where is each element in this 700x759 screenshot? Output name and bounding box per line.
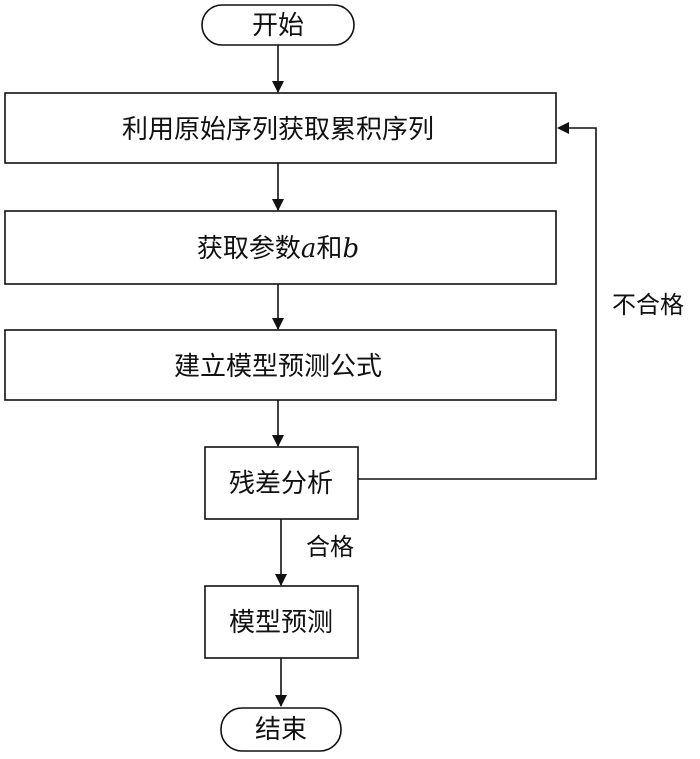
end-label: 结束 (255, 715, 307, 745)
step-get-parameters-conj: 和 (316, 234, 342, 264)
step-get-parameters-prefix: 获取参数 (197, 234, 301, 264)
step-residual-analysis: 残差分析 (204, 446, 359, 520)
step-get-cumulative-series: 利用原始序列获取累积序列 (4, 92, 557, 164)
step-model-prediction-label: 模型预测 (229, 608, 333, 638)
start-node: 开始 (201, 4, 355, 46)
start-label: 开始 (252, 11, 304, 41)
label-fail: 不合格 (612, 291, 684, 319)
parameter-a: a (301, 234, 317, 264)
parameter-b: b (342, 234, 359, 264)
step-build-model-label: 建立模型预测公式 (174, 352, 382, 382)
step-get-parameters-label: 获取参数a和b (197, 234, 359, 264)
step-model-prediction: 模型预测 (204, 585, 359, 659)
step-residual-analysis-label: 残差分析 (229, 469, 333, 499)
step-get-parameters: 获取参数a和b (4, 210, 557, 285)
arrow-fail-loop (358, 122, 597, 480)
step-build-model: 建立模型预测公式 (4, 329, 557, 401)
step-get-cumulative-series-label: 利用原始序列获取累积序列 (122, 115, 434, 145)
label-pass: 合格 (306, 533, 354, 561)
end-node: 结束 (220, 707, 342, 752)
